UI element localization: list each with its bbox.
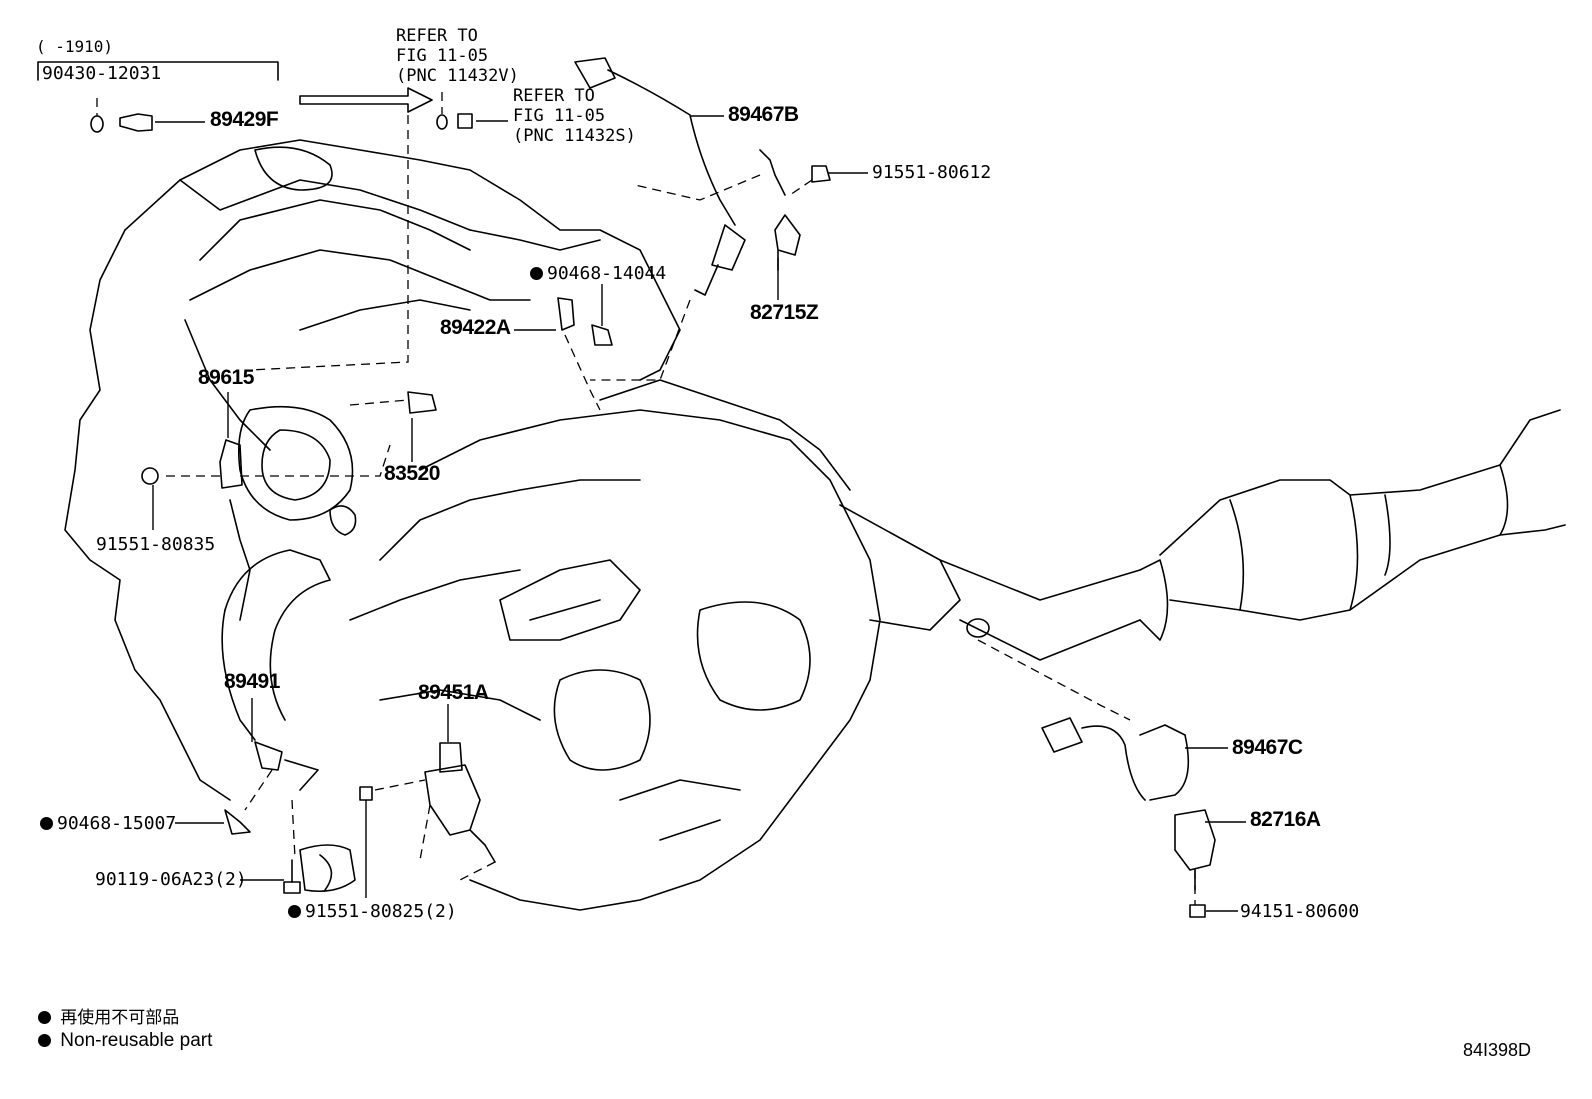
refer-line-3: (PNC 11432S) — [513, 126, 636, 146]
part-box-number[interactable]: 90430-12031 — [42, 63, 162, 84]
bracket-82715z — [759, 149, 801, 271]
non-reusable-dot — [530, 267, 543, 280]
legend-english: Non-reusable part — [38, 1030, 212, 1052]
production-range: ( -1910) — [36, 37, 114, 56]
part-89451a[interactable]: 89451A — [418, 681, 489, 704]
part-91551-80825-row[interactable]: 91551-80825(2) — [288, 902, 457, 922]
exhaust-assembly — [839, 409, 1566, 661]
part-90468-15007: 90468-15007 — [57, 813, 177, 834]
part-82716a[interactable]: 82716A — [1250, 808, 1321, 831]
part-90468-14044: 90468-14044 — [547, 263, 667, 284]
part-90468-15007-row[interactable]: 90468-15007 — [40, 814, 176, 834]
refer-line-2: FIG 11-05 — [513, 106, 606, 126]
non-reusable-dot — [288, 905, 301, 918]
part-83520[interactable]: 83520 — [384, 462, 440, 485]
part-91551-80825: 91551-80825(2) — [305, 901, 457, 922]
legend-english-text: Non-reusable part — [60, 1030, 213, 1051]
refer-line-3: (PNC 11432V) — [396, 66, 519, 86]
part-90119-06a23[interactable]: 90119-06A23(2) — [95, 869, 247, 890]
sensor-89467c — [1041, 717, 1190, 801]
part-91551-80612[interactable]: 91551-80612 — [872, 162, 992, 183]
part-89429f[interactable]: 89429F — [210, 108, 279, 131]
refer-to-fig-11-05-s[interactable]: REFER TO FIG 11-05 (PNC 11432S) — [513, 86, 636, 146]
engine-block — [64, 139, 851, 801]
part-89467c[interactable]: 89467C — [1232, 736, 1303, 759]
part-94151-80600[interactable]: 94151-80600 — [1240, 901, 1360, 922]
refer-line-2: FIG 11-05 — [396, 46, 489, 66]
non-reusable-dot — [40, 817, 53, 830]
refer-line-1: REFER TO — [396, 26, 478, 46]
transaxle — [349, 409, 881, 911]
hoses — [221, 549, 356, 893]
legend-dot — [38, 1011, 51, 1024]
small-parts — [90, 113, 831, 894]
part-89491[interactable]: 89491 — [224, 670, 280, 693]
figure-code: 84I398D — [1463, 1040, 1532, 1060]
refer-arrow — [299, 87, 433, 113]
part-91551-80835[interactable]: 91551-80835 — [96, 534, 216, 555]
refer-to-fig-11-05-v[interactable]: REFER TO FIG 11-05 (PNC 11432V) — [396, 26, 519, 86]
part-82715z[interactable]: 82715Z — [750, 301, 819, 324]
sensor-89467b — [574, 57, 746, 296]
part-90468-14044-row[interactable]: 90468-14044 — [530, 264, 666, 284]
legend-japanese-text: 再使用不可部品 — [60, 1008, 180, 1028]
legend-japanese: 再使用不可部品 — [38, 1003, 179, 1029]
part-89467b[interactable]: 89467B — [728, 103, 799, 126]
part-box-bracket — [37, 61, 279, 81]
part-89422a[interactable]: 89422A — [440, 316, 511, 339]
refer-line-1: REFER TO — [513, 86, 595, 106]
legend-dot — [38, 1034, 51, 1047]
part-89615[interactable]: 89615 — [198, 366, 254, 389]
